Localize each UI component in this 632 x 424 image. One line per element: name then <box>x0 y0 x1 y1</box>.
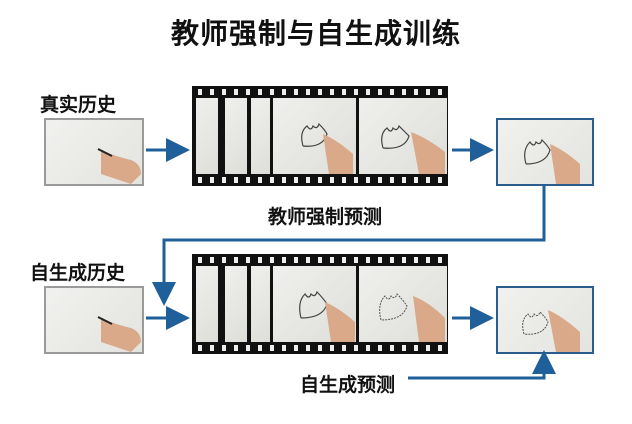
hand-sketch-output-icon <box>522 310 580 352</box>
teacher-forcing-output-image <box>496 118 594 186</box>
real-history-image <box>44 118 144 186</box>
diagram-title: 教师强制与自生成训练 <box>170 17 461 50</box>
hand-drawing-icon <box>97 148 141 184</box>
film-strip-bottom-front <box>192 254 448 354</box>
label-self-prediction: 自生成预测 <box>300 374 396 396</box>
hand-drawing-icon <box>97 316 141 352</box>
arrow-self-prediction-to-output <box>408 350 556 380</box>
self-history-image <box>44 286 144 354</box>
arrow-output-to-self-history <box>152 184 546 306</box>
label-self-history: 自生成历史 <box>30 262 126 284</box>
hand-sketch-frame1-icon <box>301 122 353 174</box>
film-strip-top-front <box>192 86 448 186</box>
hand-sketch-output-icon <box>524 138 580 184</box>
label-teacher-forcing: 教师强制预测 <box>268 206 383 228</box>
hand-sketch-frame2-icon <box>381 124 445 174</box>
self-generated-output-image <box>496 286 594 354</box>
label-real-history: 真实历史 <box>40 94 117 116</box>
hand-sketch-frame2-icon <box>379 293 445 342</box>
hand-sketch-frame1-icon <box>299 290 355 342</box>
